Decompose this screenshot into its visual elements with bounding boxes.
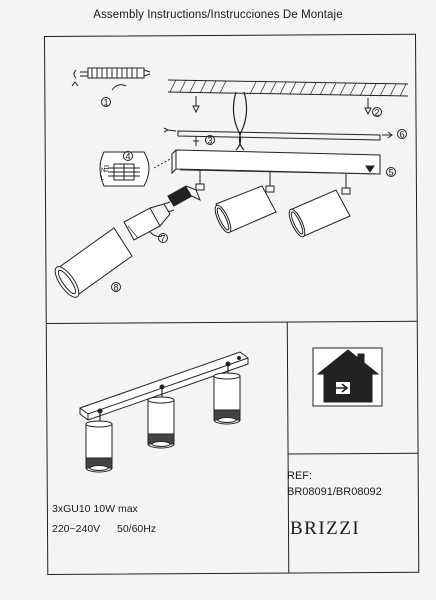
screw-icon — [193, 136, 199, 146]
joint-1 — [195, 170, 205, 191]
wire-strip-diagram — [71, 67, 151, 91]
fixture-bar — [171, 149, 381, 175]
rotate-arrow — [149, 231, 163, 237]
spot-shade-2 — [288, 189, 351, 238]
spec-bulbs: 3xGU10 10W max — [52, 503, 138, 515]
step-2-number: 2 — [374, 108, 379, 118]
spot-shade-loose — [54, 227, 133, 298]
step-8-number: 8 — [113, 283, 118, 293]
joint-3 — [341, 174, 351, 195]
step-6-marker — [397, 129, 407, 139]
mains-wire-1 — [232, 91, 242, 151]
spec-frequency: 50/60Hz — [117, 523, 157, 535]
ref-codes: BR08091/BR08092 — [287, 486, 382, 498]
step-4-marker — [123, 151, 133, 161]
step-7-number: 7 — [160, 234, 165, 244]
step-1-number: 1 — [103, 98, 108, 108]
step-5-marker — [386, 167, 396, 177]
mounting-bracket — [163, 127, 393, 141]
ground-symbol-icon — [104, 165, 109, 172]
terminal-block-detail — [99, 151, 173, 187]
joint-2 — [265, 172, 275, 193]
step-1-marker — [101, 97, 111, 107]
step-3-number: 3 — [207, 136, 212, 146]
terminal-label-n: N — [101, 168, 105, 174]
step-3-marker — [205, 135, 215, 145]
brand-logo: BRIZZI — [290, 518, 361, 539]
ceiling-plug-right — [364, 98, 372, 116]
step-2-marker — [372, 107, 382, 117]
ceiling — [167, 79, 409, 116]
step-8-marker — [111, 282, 121, 292]
step-5-number: 5 — [388, 168, 393, 178]
spot-shade-1 — [214, 185, 277, 234]
step-7-marker — [158, 233, 168, 243]
bulb-holder — [167, 185, 201, 207]
step-6-number: 6 — [399, 130, 404, 140]
mains-wire-2 — [238, 91, 248, 151]
indoor-use-house-icon — [312, 347, 383, 407]
assembled-fixture — [79, 351, 249, 473]
terminal-label-l: L — [101, 176, 105, 182]
spec-voltage: 220~240V — [52, 523, 101, 535]
bulb-icon — [123, 201, 175, 241]
document-title: Assembly Instructions/Instrucciones De M… — [93, 9, 343, 21]
ceiling-plug-left — [192, 96, 200, 114]
step-4-number: 4 — [125, 152, 130, 162]
ref-label: REF: — [287, 470, 313, 482]
